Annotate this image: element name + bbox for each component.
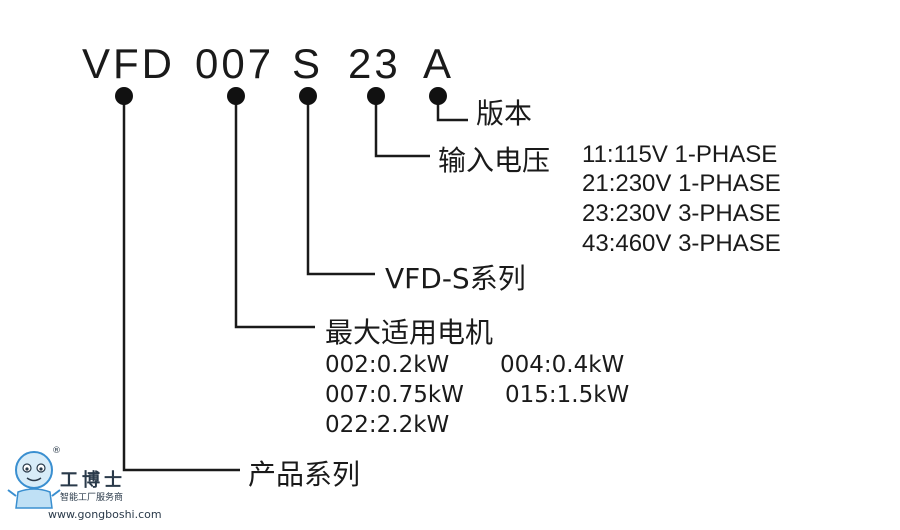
watermark-url: www.gongboshi.com	[48, 508, 162, 521]
voltage-option: 43:460V 3-PHASE	[582, 230, 781, 257]
watermark-tagline: 智能工厂服务商	[60, 493, 124, 503]
line-max-motor	[234, 96, 315, 329]
label-product-series: 产品系列	[248, 458, 361, 491]
dot-version	[429, 87, 447, 105]
label-version: 版本	[476, 97, 533, 130]
voltage-option: 23:230V 3-PHASE	[582, 200, 781, 227]
code-series: S	[292, 40, 324, 87]
line-series	[306, 96, 375, 276]
line-product-series	[122, 96, 240, 472]
label-max-motor: 最大适用电机	[325, 316, 494, 349]
watermark-brand: 工博士	[60, 470, 126, 491]
dot-prefix	[115, 87, 133, 105]
dot-capacity	[227, 87, 245, 105]
motor-option: 007:0.75kW	[325, 382, 464, 408]
motor-option: 002:0.2kW	[325, 352, 450, 378]
code-capacity: 007	[195, 40, 275, 87]
label-input-voltage: 输入电压	[438, 144, 551, 177]
motor-option: 004:0.4kW	[500, 352, 625, 378]
code-version: A	[423, 40, 455, 87]
line-input-voltage	[374, 96, 430, 158]
watermark-mark: ®	[52, 446, 61, 456]
dot-voltage	[367, 87, 385, 105]
dot-series	[299, 87, 317, 105]
motor-option: 022:2.2kW	[325, 412, 450, 438]
mascot-logo-icon	[7, 451, 61, 509]
motor-option: 015:1.5kW	[505, 382, 630, 408]
code-prefix: VFD	[82, 40, 175, 87]
code-voltage: 23	[348, 40, 401, 87]
voltage-option: 21:230V 1-PHASE	[582, 170, 781, 197]
label-series: VFD-S系列	[385, 262, 526, 295]
voltage-option: 11:115V 1-PHASE	[582, 141, 778, 168]
